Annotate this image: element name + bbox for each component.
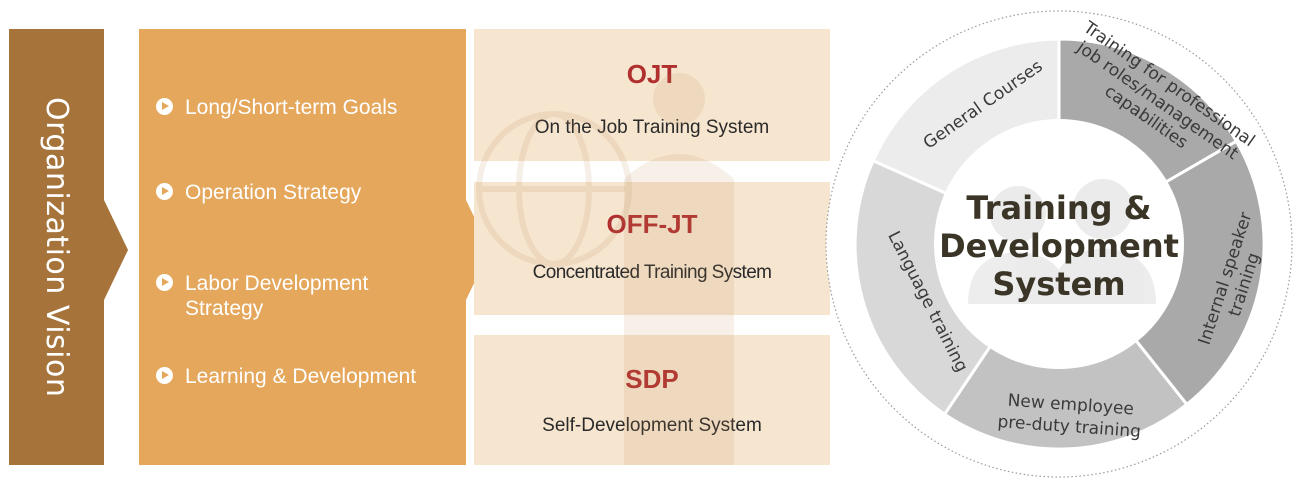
strategy-item-label: Long/Short-term Goals (185, 96, 398, 119)
system-subtitle: On the Job Training System (534, 117, 770, 138)
strategy-item-label: Learning & Development (185, 365, 417, 388)
play-circle-icon (156, 183, 173, 200)
strategy-item: Labor Development Strategy (156, 271, 450, 321)
organization-vision-title: Organization Vision (39, 96, 74, 398)
vision-arrow-icon (104, 200, 128, 300)
wheel-center (934, 119, 1184, 369)
system-title: OFF-JT (606, 209, 698, 239)
training-development-wheel: Training & Development System General Co… (825, 10, 1293, 478)
strategy-panel: Long/Short-term Goals Operation Strategy… (139, 29, 466, 465)
people-icon (968, 179, 1156, 304)
strategy-item: Long/Short-term Goals (156, 95, 450, 120)
strategy-item: Operation Strategy (156, 180, 450, 205)
center-title-line: Training & (966, 189, 1151, 227)
system-box-ojt: OJT On the Job Training System (474, 29, 830, 161)
center-title-line: System (992, 265, 1125, 303)
system-subtitle: Self-Development System (542, 415, 762, 436)
play-circle-icon (156, 367, 173, 384)
system-box-offjt: OFF-JT Concentrated Training System (474, 182, 830, 315)
system-subtitle: Concentrated Training System (532, 262, 772, 283)
center-title-line: Development (939, 227, 1179, 265)
strategy-item-label: Labor Development Strategy (185, 272, 369, 320)
system-title: SDP (625, 364, 679, 394)
system-title: OJT (626, 59, 678, 89)
strategy-item-label: Operation Strategy (185, 181, 362, 204)
system-box-sdp: SDP Self-Development System (474, 335, 830, 465)
strategy-item: Learning & Development (156, 364, 450, 389)
play-circle-icon (156, 274, 173, 291)
organization-vision-banner: Organization Vision (9, 29, 104, 465)
play-circle-icon (156, 98, 173, 115)
